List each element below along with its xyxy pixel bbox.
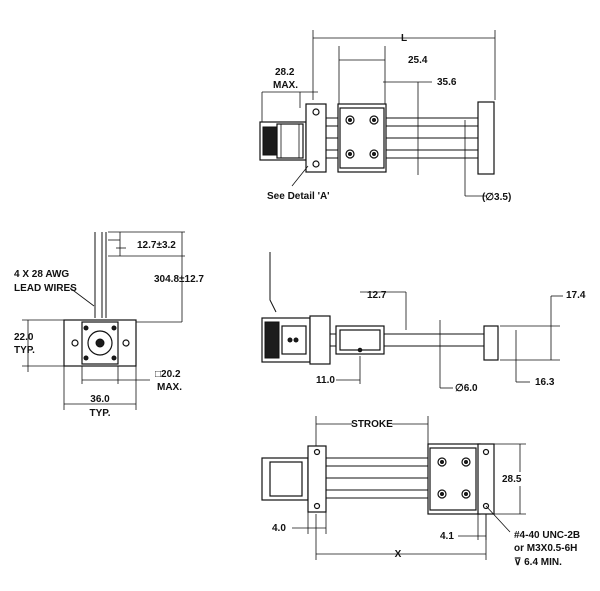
dim-28-2: 28.2 [275,67,295,78]
side-view: 12.7 17.4 11.0 ∅6.0 16.3 [261,252,586,394]
dim-4-1: 4.1 [440,531,454,542]
dim-4-0: 4.0 [272,523,286,534]
see-detail-a: See Detail 'A' [267,191,330,202]
lead-wires-label-2: LEAD WIRES [14,283,77,294]
dim-6: ∅6.0 [455,383,478,394]
dim-12-7-3-2: 12.7±3.2 [137,240,176,251]
thread-callout-2: or M3X0.5-6H [514,543,577,554]
bottom-view: STROKE 28.5 [261,416,580,568]
dim-11: 11.0 [316,375,335,386]
dim-stroke: STROKE [351,419,393,430]
dim-28-5: 28.5 [502,474,522,485]
dim-36-typ: TYP. [90,408,111,419]
dim-25-4: 25.4 [408,55,428,66]
thread-callout-1: #4-40 UNC-2B [514,530,580,541]
dim-36: 36.0 [90,394,110,405]
thread-callout-3: ⊽ 6.4 MIN. [514,557,562,568]
dim-x: X [395,549,402,560]
dim-20-2: □20.2 [155,369,181,380]
dim-16-3: 16.3 [535,377,555,388]
dim-hole-3-5: (∅3.5) [482,192,511,203]
dim-22: 22.0 [14,332,34,343]
dim-35-6: 35.6 [437,77,457,88]
dim-12-7: 12.7 [367,290,387,301]
dim-20-2-max: MAX. [157,382,182,393]
dim-304-8: 304.8±12.7 [154,274,204,285]
top-view: L 25.4 28.2 MAX. 35.6 [259,30,511,203]
lead-wires-label-1: 4 X 28 AWG [14,269,69,280]
dim-22-typ: TYP. [14,345,35,356]
dim-L: L [401,33,407,44]
dim-17-4: 17.4 [566,290,586,301]
dim-28-2-max: MAX. [273,80,298,91]
end-view: 12.7±3.2 304.8±12.7 4 X 28 AWG LEAD WIRE… [14,231,204,419]
